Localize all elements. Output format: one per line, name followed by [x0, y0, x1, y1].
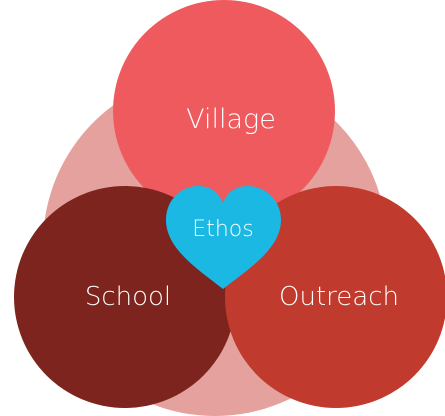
outreach-label: Outreach — [279, 282, 399, 312]
ethos-heart-icon — [166, 186, 281, 289]
ethos-label: Ethos — [192, 217, 253, 242]
outreach-circle — [225, 186, 445, 408]
village-circle — [113, 0, 335, 222]
school-label: School — [85, 282, 171, 312]
village-label: Village — [186, 104, 276, 135]
